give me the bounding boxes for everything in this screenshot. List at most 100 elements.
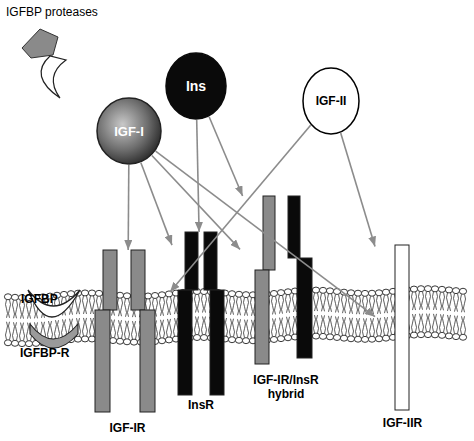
binding-arrow — [209, 117, 243, 196]
receptor-bars — [172, 232, 230, 412]
lipid-tail — [366, 296, 368, 314]
lipid-head — [158, 292, 165, 298]
lipid-tail — [156, 298, 158, 316]
receptor-name: IGF-IIR — [375, 416, 430, 430]
lipid-tail — [335, 294, 337, 312]
lipid-head — [277, 336, 284, 342]
lipid-tail — [387, 317, 389, 335]
lipid-head — [200, 335, 207, 341]
lipid-tail — [16, 300, 18, 318]
lipid-tail — [384, 295, 386, 313]
lipid-tail — [338, 294, 340, 312]
lipid-tail — [240, 319, 242, 337]
lipid-tail — [9, 322, 11, 340]
lipid-head — [326, 288, 333, 294]
lipid-tail — [419, 292, 421, 310]
ligand-label-box: Ins — [165, 52, 227, 120]
binding-arrow — [156, 151, 375, 317]
lipid-head — [235, 291, 242, 297]
lipid-head — [333, 288, 340, 294]
lipid-head — [410, 286, 417, 292]
lipid-head — [151, 292, 158, 298]
lipid-tail — [233, 297, 235, 315]
lipid-tail — [380, 318, 382, 336]
lipid-tail — [464, 294, 466, 312]
lipid-tail — [317, 315, 319, 333]
lipid-tail — [244, 298, 246, 316]
lipid-head — [11, 340, 18, 346]
lipid-head — [361, 290, 368, 296]
lipid-tail — [314, 315, 316, 333]
lipid-head — [67, 291, 74, 297]
lipid-tail — [289, 317, 291, 335]
lipid-head — [347, 290, 354, 296]
lipid-tail — [251, 320, 253, 338]
lipid-head — [242, 338, 249, 344]
lipid-tail — [321, 293, 323, 311]
receptor-chain — [395, 245, 409, 410]
lipid-tail — [237, 297, 239, 315]
lipid-tail — [342, 317, 344, 335]
lipid-head — [333, 334, 340, 340]
lipid-tail — [279, 296, 281, 314]
lipid-head — [25, 341, 32, 347]
ligand-label-box: IGF-II — [302, 67, 360, 135]
lipid-tail — [93, 296, 95, 314]
lipid-tail — [202, 295, 204, 313]
binding-arrow — [141, 163, 172, 245]
lipid-tail — [321, 315, 323, 333]
lipid-tail — [163, 298, 165, 316]
lipid-tail — [391, 294, 393, 312]
lipid-tail — [226, 296, 228, 314]
lipid-tail — [230, 319, 232, 337]
protease-shape — [41, 56, 66, 98]
lipid-tail — [345, 295, 347, 313]
lipid-tail — [391, 316, 393, 334]
lipid-tail — [83, 296, 85, 314]
lipid-tail — [251, 298, 253, 316]
lipid-head — [270, 336, 277, 342]
lipid-tail — [23, 323, 25, 341]
lipid-tail — [128, 299, 130, 317]
lipid-tail — [79, 318, 81, 336]
binding-arrow — [152, 156, 240, 250]
lipid-tail — [275, 318, 277, 336]
lipid-tail — [286, 295, 288, 313]
lipid-tail — [62, 319, 64, 337]
binding-arrow — [170, 125, 311, 292]
lipid-tail — [275, 296, 277, 314]
lipid-tail — [443, 314, 445, 332]
lipid-head — [235, 337, 242, 343]
receptor-chain — [131, 250, 145, 310]
lipid-head — [326, 334, 333, 340]
lipid-head — [88, 290, 95, 296]
lipid-head — [193, 335, 200, 341]
annotation-label: IGFBP proteases — [6, 5, 98, 19]
lipid-tail — [79, 296, 81, 314]
lipid-tail — [83, 318, 85, 336]
lipid-tail — [373, 296, 375, 314]
lipid-tail — [349, 296, 351, 314]
lipid-tail — [356, 296, 358, 314]
lipid-head — [417, 286, 424, 292]
lipid-tail — [335, 316, 337, 334]
lipid-head — [123, 293, 130, 299]
lipid-head — [319, 287, 326, 293]
lipid-tail — [359, 296, 361, 314]
receptor-chain — [95, 310, 110, 412]
lipid-tail — [121, 320, 123, 338]
lipid-tail — [352, 318, 354, 336]
ligand-oval: IGF-II — [302, 67, 360, 135]
ligand-label-box: IGF-I — [96, 97, 162, 165]
receptor-name: IGF-IR/InsR hybrid — [240, 373, 332, 401]
lipid-head — [158, 338, 165, 344]
lipid-head — [368, 336, 375, 342]
lipid-tail — [118, 298, 120, 316]
lipid-tail — [317, 293, 319, 311]
ligand-shape — [166, 53, 226, 119]
lipid-head — [368, 290, 375, 296]
receptor-bars — [375, 245, 430, 430]
receptor-chain — [288, 196, 300, 258]
lipid-tail — [20, 323, 22, 341]
lipid-tail — [328, 294, 330, 312]
